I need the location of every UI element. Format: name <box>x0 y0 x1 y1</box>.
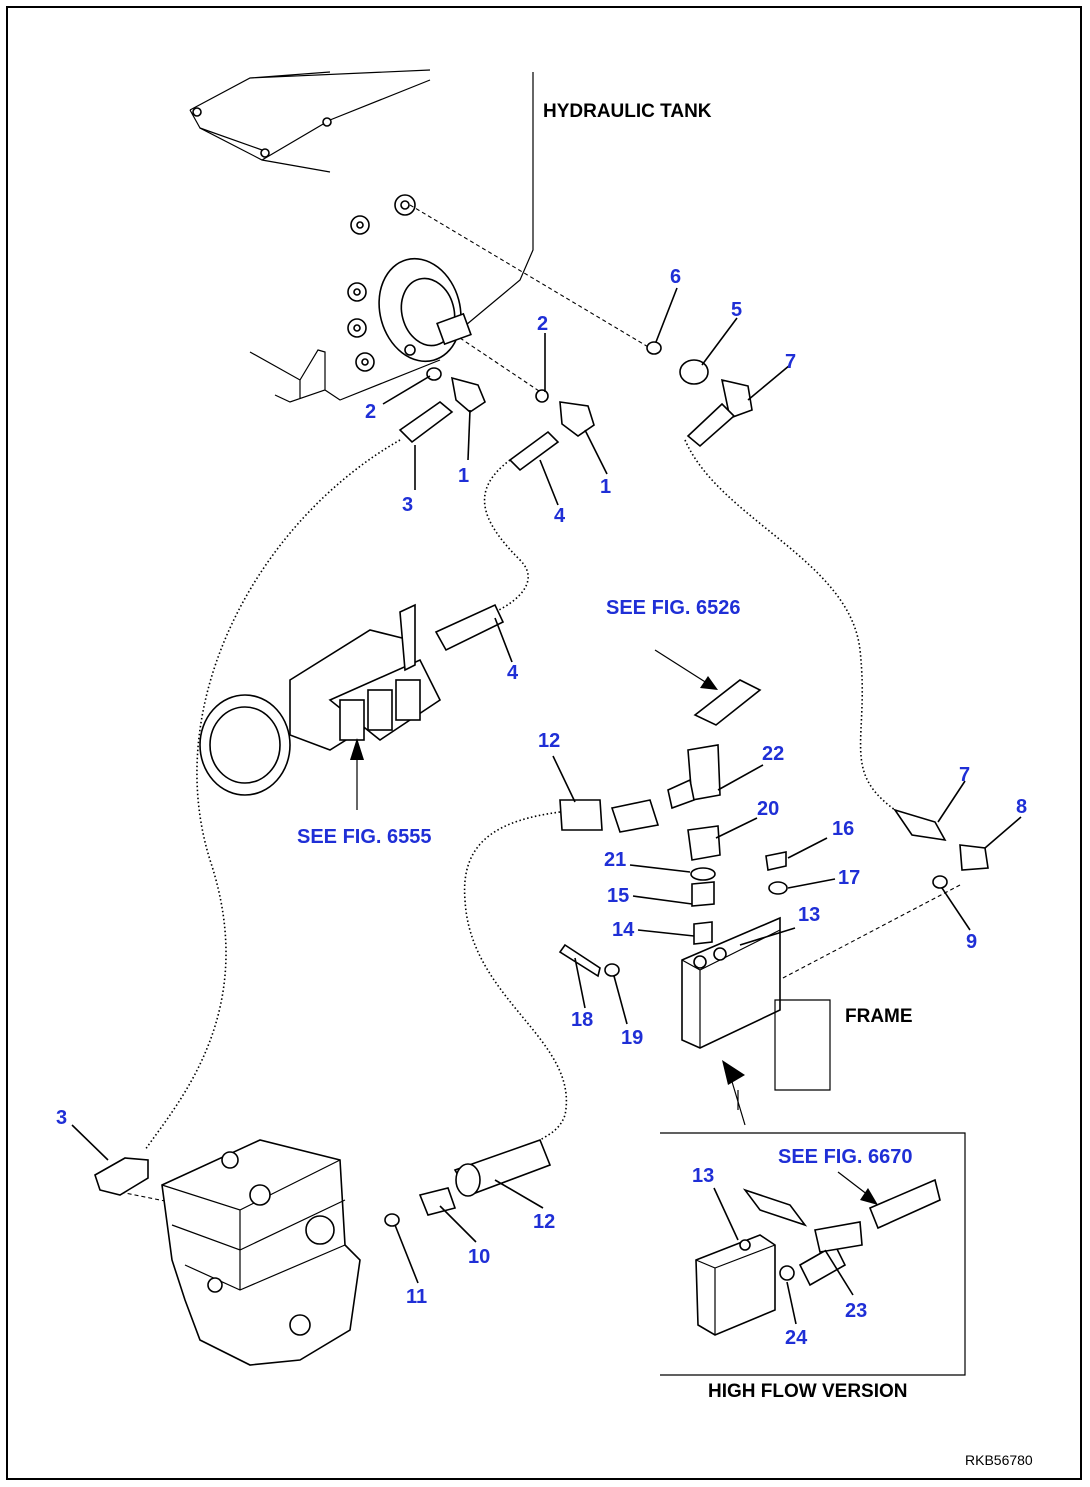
part-number-label: 1 <box>458 465 469 487</box>
part-number-label: 1 <box>600 476 611 498</box>
part-number-label: 3 <box>56 1107 67 1129</box>
part-number-label: 6 <box>670 266 681 288</box>
part-numbers: 2 2 6 5 7 3 1 4 1 4 12 22 20 21 15 14 16… <box>56 266 1027 1349</box>
hydraulic-tank-drawing <box>189 69 534 403</box>
manifold-block <box>558 916 831 1126</box>
part-number-label: 8 <box>1016 796 1027 818</box>
drawing-border <box>6 6 1082 1480</box>
right-hose-fittings <box>893 808 989 889</box>
part-number-label: 23 <box>845 1300 867 1322</box>
frame-label: FRAME <box>845 1006 913 1027</box>
high-flow-version-label: HIGH FLOW VERSION <box>708 1381 908 1402</box>
control-valve-assembly <box>199 603 505 810</box>
part-number-label: 12 <box>533 1211 555 1233</box>
part-number-label: 21 <box>604 849 626 871</box>
leader-lines <box>71 287 1022 1325</box>
part-number-label: 18 <box>571 1009 593 1031</box>
part-number-label: 15 <box>607 885 629 907</box>
captions: HYDRAULIC TANK SEE FIG. 6526 SEE FIG. 65… <box>297 101 1033 1468</box>
part-number-label: 5 <box>731 299 742 321</box>
junction-assembly <box>559 649 788 945</box>
part-number-label: 10 <box>468 1246 490 1268</box>
hoses <box>144 439 896 1151</box>
pump-assembly <box>94 1138 552 1366</box>
see-fig-6526-label: SEE FIG. 6526 <box>606 597 741 619</box>
part-number-label: 2 <box>537 313 548 335</box>
part-number-label: 20 <box>757 798 779 820</box>
part-number-label: 3 <box>402 494 413 516</box>
part-number-label: 14 <box>612 919 635 941</box>
part-number-label: 22 <box>762 743 784 765</box>
drawing-code: RKB56780 <box>965 1452 1033 1468</box>
part-number-label: 9 <box>966 931 977 953</box>
part-number-label: 4 <box>554 505 566 527</box>
part-number-label: 11 <box>406 1286 427 1308</box>
part-number-label: 7 <box>785 351 796 373</box>
part-number-label: 12 <box>538 730 560 752</box>
part-number-label: 24 <box>785 1327 808 1349</box>
tank-fittings <box>398 341 753 472</box>
high-flow-inset <box>660 1132 966 1376</box>
part-number-label: 13 <box>798 904 820 926</box>
part-number-label: 16 <box>832 818 854 840</box>
part-number-label: 19 <box>621 1027 643 1049</box>
part-number-label: 17 <box>838 867 860 889</box>
part-number-label: 13 <box>692 1165 714 1187</box>
see-fig-6670-label: SEE FIG. 6670 <box>778 1146 913 1168</box>
see-fig-6555-label: SEE FIG. 6555 <box>297 826 432 848</box>
part-number-label: 7 <box>959 764 970 786</box>
hydraulic-tank-label: HYDRAULIC TANK <box>543 101 712 122</box>
part-number-label: 4 <box>507 662 519 684</box>
part-number-label: 2 <box>365 401 376 423</box>
